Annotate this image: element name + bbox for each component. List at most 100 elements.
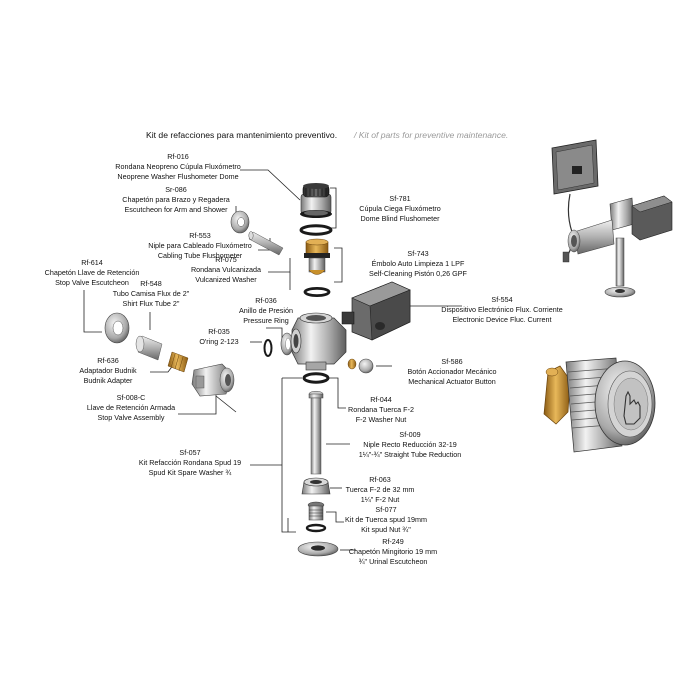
label-en: 1¼" F-2 Nut: [361, 495, 400, 504]
label-es: Kit Refacción Rondana Spud 19: [139, 458, 241, 467]
label-code: Sf-077: [375, 505, 396, 514]
leader-sf008c-b: [215, 395, 237, 413]
label-code: Rf-016: [167, 152, 189, 161]
label-code: Sf-009: [399, 430, 420, 439]
label-es: Tuerca F-2 de 32 mm: [346, 485, 415, 494]
label-rf548: Rf-548 Tubo Camisa Flux de 2" Shirt Flux…: [113, 279, 190, 308]
label-en: Pressure Ring: [243, 316, 289, 325]
label-es: Botón Accionador Mecánico: [407, 367, 496, 376]
label-code: Sf-586: [441, 357, 462, 366]
label-sr086: Sr-086 Chapetón para Brazo y Regadera Es…: [122, 185, 229, 214]
title-en: / Kit of parts for preventive maintenanc…: [353, 130, 508, 140]
part-urinal-escutcheon-rf249: [297, 541, 339, 557]
part-budnik-adapter-rf636: [167, 351, 189, 373]
part-shirt-tube-rf548: [135, 335, 163, 361]
label-en: Stop Valve Assembly: [98, 413, 165, 422]
part-piston-sf743: [304, 238, 330, 275]
label-en: Self-Cleaning Pistón 0,26 GPF: [369, 269, 467, 278]
leader-sf077: [326, 511, 344, 523]
assembled-flushometer-illustration: [551, 139, 673, 298]
label-sf554: Sf-554 Dispositivo Electrónico Flux. Cor…: [441, 295, 562, 324]
leader-rf044: [328, 377, 346, 409]
leader-rf016: [240, 169, 301, 201]
leader-sf781: [330, 187, 337, 229]
label-es: Chapetón Mingitorio 19 mm: [349, 547, 437, 556]
label-rf553: Rf-553 Niple para Cableado Fluxómetro Ca…: [148, 231, 251, 260]
part-electronic-device-sf554: [341, 281, 411, 341]
label-en: Neoprene Washer Flushometer Dome: [117, 172, 238, 181]
label-rf614: Rf-614 Chapetón Llave de Retención Stop …: [45, 258, 140, 287]
label-code: Rf-036: [255, 296, 277, 305]
label-es: Llave de Retención Armada: [87, 403, 175, 412]
part-cabling-tube-rf553: [248, 231, 284, 256]
label-code: Rf-044: [370, 395, 392, 404]
label-code: Sf-781: [389, 194, 410, 203]
label-en: Kit spud Nut ¾": [361, 525, 411, 534]
label-es: Anillo de Presión: [239, 306, 293, 315]
label-rf636: Rf-636 Adaptador Budnik Budnik Adapter: [79, 356, 137, 385]
label-rf249: Rf-249 Chapetón Mingitorio 19 mm ¾" Urin…: [349, 537, 437, 566]
part-stop-valve-escutcheon-rf614: [104, 312, 130, 344]
leader-rf075-a: [268, 258, 291, 273]
label-en: Spud Kit Spare Washer ¾: [149, 468, 233, 477]
part-vulcanized-washer-rf075: [303, 286, 331, 297]
label-code: Sf-008-C: [117, 393, 146, 402]
label-es: Rondana Tuerca F-2: [348, 405, 414, 414]
label-code: Rf-075: [215, 255, 237, 264]
label-code: Rf-063: [369, 475, 391, 484]
label-sf009: Sf-009 Niple Recto Reducción 32-19 1¼"-¾…: [359, 430, 462, 459]
hand-press-icon: [623, 390, 641, 425]
part-valve-body: [290, 312, 347, 371]
part-pressure-ring-rf036: [280, 332, 294, 356]
label-es: Émbolo Auto Limpieza 1 LPF: [372, 259, 465, 268]
label-rf036: Rf-036 Anillo de Presión Pressure Ring: [239, 296, 293, 325]
label-es: O'ring 2-123: [199, 337, 238, 346]
label-sf057: Sf-057 Kit Refacción Rondana Spud 19 Spu…: [139, 448, 241, 477]
label-en: Escutcheon for Arm and Shower: [124, 205, 228, 214]
label-es: Kit de Tuerca spud 19mm: [345, 515, 427, 524]
label-code: Rf-249: [382, 537, 404, 546]
leader-sf057-v: [281, 378, 296, 533]
part-neoprene-washer-rf016: [299, 224, 333, 236]
part-f2-nut-rf063: [301, 477, 331, 495]
label-rf016: Rf-016 Rondana Neopreno Cúpula Fluxómetr…: [115, 152, 240, 181]
label-code: Rf-614: [81, 258, 103, 267]
label-code: Rf-548: [140, 279, 162, 288]
label-code: Rf-553: [189, 231, 211, 240]
part-dome-sf781: [300, 183, 332, 218]
label-rf044: Rf-044 Rondana Tuerca F-2 F-2 Washer Nut: [348, 395, 414, 424]
leader-rf614: [83, 290, 102, 333]
label-es: Cúpula Ciega Fluxómetro: [359, 204, 441, 213]
label-en: Shirt Flux Tube 2": [123, 299, 180, 308]
leader-sf008c-a: [178, 388, 217, 415]
part-stop-valve-assembly-sf008c: [191, 363, 235, 397]
part-spud-nut-kit-sf077: [305, 501, 327, 533]
label-es: Chapetón para Brazo y Regadera: [122, 195, 229, 204]
label-en: Budnik Adapter: [84, 376, 133, 385]
part-escutcheon-sr086: [230, 210, 250, 234]
label-es: Rondana Neopreno Cúpula Fluxómetro: [115, 162, 240, 171]
label-en: Cabling Tube Flushometer: [158, 251, 243, 260]
label-en: F-2 Washer Nut: [356, 415, 406, 424]
part-straight-tube-sf009: [308, 390, 324, 475]
label-es: Niple Recto Reducción 32-19: [363, 440, 457, 449]
label-es: Chapetón Llave de Retención: [45, 268, 140, 277]
label-code: Rf-035: [208, 327, 230, 336]
label-code: Sf-057: [179, 448, 200, 457]
label-code: Sr-086: [165, 185, 187, 194]
label-rf075: Rf-075 Rondana Vulcanizada Vulcanized Wa…: [191, 255, 261, 284]
label-en: Mechanical Actuator Button: [408, 377, 496, 386]
label-code: Sf-743: [407, 249, 428, 258]
label-en: Vulcanized Washer: [195, 275, 257, 284]
label-en: Electronic Device Fluc. Current: [452, 315, 551, 324]
label-es: Dispositivo Electrónico Flux. Corriente: [441, 305, 562, 314]
label-en: Stop Valve Escutcheon: [55, 278, 129, 287]
label-sf077: Sf-077 Kit de Tuerca spud 19mm Kit spud …: [345, 505, 427, 534]
title-es: Kit de refacciones para mantenimiento pr…: [146, 130, 337, 140]
label-sf781: Sf-781 Cúpula Ciega Fluxómetro Dome Blin…: [359, 194, 441, 223]
label-rf063: Rf-063 Tuerca F-2 de 32 mm 1¼" F-2 Nut: [346, 475, 415, 504]
part-oring-rf035: [263, 339, 273, 357]
label-es: Rondana Vulcanizada: [191, 265, 261, 274]
label-sf008c: Sf-008-C Llave de Retención Armada Stop …: [87, 393, 175, 422]
